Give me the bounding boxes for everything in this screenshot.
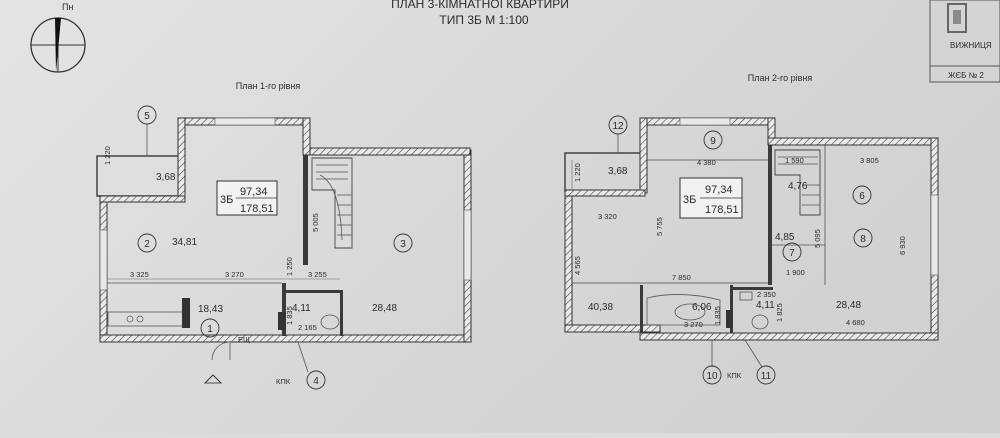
plan1-room-2-number: 2 bbox=[144, 239, 150, 250]
plan1-dim-1250: 1 250 bbox=[285, 257, 294, 276]
plan2-dim-3320: 3 320 bbox=[598, 212, 617, 221]
plan1-dim-3270: 3 270 bbox=[225, 270, 244, 279]
sheet-subtitle: ТИП 3Б М 1:100 bbox=[439, 13, 528, 27]
plan2-dim-1825: 1 825 bbox=[775, 303, 784, 322]
plan1-dim-1835: 1 835 bbox=[285, 306, 294, 325]
plan2-dim-4380: 4 380 bbox=[697, 158, 716, 167]
plan1-callout-4: 4 bbox=[297, 341, 326, 390]
plan1-room-3: 3 28,48 bbox=[372, 233, 413, 314]
plan1-room-2-area: 34,81 bbox=[172, 237, 197, 248]
plan2-walls bbox=[564, 117, 939, 341]
plan2-hall-area: 40,38 bbox=[588, 302, 613, 313]
plan2-dim-5755: 5 755 bbox=[655, 217, 664, 236]
plan2-balcony-area: 3,68 bbox=[608, 166, 628, 177]
plan1-room-1-area: 18,43 bbox=[198, 304, 223, 315]
plan1-stairs bbox=[311, 157, 353, 249]
plan2-room-7-area: 4,85 bbox=[775, 232, 795, 243]
stamp-text: ВИЖНИЦЯ bbox=[950, 41, 992, 50]
north-arrow-icon: Пн bbox=[30, 2, 86, 73]
plan1-balcony-area: 3,68 bbox=[156, 172, 176, 183]
plan1-room-1-number: 1 bbox=[207, 324, 213, 335]
plan2-dim-4565: 4 565 bbox=[573, 256, 582, 275]
plan2-callout-12-label: 12 bbox=[612, 121, 624, 132]
plan2-dim-3270: 3 270 bbox=[684, 320, 703, 329]
plan2-dim-2350: 2 350 bbox=[757, 290, 776, 299]
plan1-dim-2165: 2 165 bbox=[298, 323, 317, 332]
plan2-stairs bbox=[774, 149, 821, 216]
plan1-room-2: 2 34,81 bbox=[137, 233, 197, 253]
plan1-kpk-label: КПК bbox=[276, 377, 291, 386]
plan2-dim-1220: 1 220 bbox=[573, 163, 582, 182]
plan2-area-total: 178,51 bbox=[705, 204, 739, 216]
compass-label: Пн bbox=[62, 2, 73, 12]
plan1-room-1: 1 18,43 bbox=[198, 304, 223, 338]
plan2-callout-10: 10 bbox=[702, 340, 722, 385]
plan2-callout-10-label: 10 bbox=[706, 371, 718, 382]
plan1-area-living: 97,34 bbox=[240, 186, 268, 198]
plan1-bath-area: 4,11 bbox=[292, 303, 311, 314]
stamp-box: ВИЖНИЦЯ ЖЄБ № 2 bbox=[929, 0, 1000, 83]
plan2-dim-3805: 3 805 bbox=[860, 156, 879, 165]
plan2-callout-11: 11 bbox=[744, 339, 776, 385]
plan2-callout-11-label: 11 bbox=[761, 371, 772, 382]
plan2-title: План 2-го рівня bbox=[748, 73, 813, 83]
plan1-esh-label: ЕЩ bbox=[238, 335, 250, 344]
plan2-room-7-number: 7 bbox=[789, 248, 795, 259]
plan2-room-9-number: 9 bbox=[710, 136, 716, 147]
plan2-dim-1590: 1 590 bbox=[785, 156, 804, 165]
plan1-title: План 1-го рівня bbox=[236, 81, 301, 91]
plan2-room-9: 9 bbox=[703, 130, 723, 150]
plan2-type-label: 3Б bbox=[683, 194, 696, 206]
plan2-area-living: 97,34 bbox=[705, 184, 733, 196]
plan2-room-6: 6 4,76 bbox=[788, 181, 872, 205]
plan2-area-tag: 3Б 97,34 178,51 bbox=[679, 177, 743, 219]
plan2-dim-1835: 1 835 bbox=[713, 306, 722, 325]
plan2-room-6-area: 4,76 bbox=[788, 181, 808, 192]
plan2-dim-7850: 7 850 bbox=[672, 273, 691, 282]
plan2-room-6-number: 6 bbox=[859, 191, 865, 202]
plan1-callout-5-label: 5 bbox=[144, 111, 150, 122]
plan1-area-tag: 3Б 97,34 178,51 bbox=[216, 180, 278, 216]
plan2-room-8-number: 8 bbox=[860, 234, 866, 245]
plan1-dimensions: 1 220 3 325 3 270 3 255 1 250 5 005 2 16… bbox=[103, 146, 340, 332]
plan2-dim-1900: 1 900 bbox=[786, 268, 805, 277]
plan2-room-8-area: 28,48 bbox=[836, 300, 861, 311]
plan2-room-8: 8 28,48 bbox=[836, 228, 873, 311]
plan1-room-3-number: 3 bbox=[400, 239, 406, 250]
sheet-title: ПЛАН 3-КІМНАТНОЇ КВАРТИРИ bbox=[391, 0, 569, 11]
plan2-dimensions: 1 220 4 380 1 590 3 805 3 320 5 755 4 56… bbox=[571, 156, 907, 329]
plan1-walls bbox=[96, 117, 472, 384]
plan1-dim-1220: 1 220 bbox=[103, 146, 112, 165]
plan2-callout-12: 12 bbox=[608, 115, 628, 153]
plan2-room-7: 7 4,85 bbox=[775, 232, 802, 262]
plan2-dim-6930: 6 930 bbox=[898, 236, 907, 255]
plan2-wc-area: 4,11 bbox=[756, 300, 775, 311]
plan2-bath-area: 6,06 bbox=[692, 302, 712, 313]
plan1-dim-3255: 3 255 bbox=[308, 270, 327, 279]
stamp-number: ЖЄБ № 2 bbox=[948, 71, 984, 80]
plan1-callout-4-label: 4 bbox=[313, 376, 319, 387]
plan1-area-total: 178,51 bbox=[240, 203, 274, 215]
plan1-type-label: 3Б bbox=[220, 194, 233, 206]
plan1-room-3-area: 28,48 bbox=[372, 303, 397, 314]
plan1-dim-3325: 3 325 bbox=[130, 270, 149, 279]
plan1-dim-5005: 5 005 bbox=[311, 213, 320, 232]
plan2-kpk-label: КПК bbox=[727, 371, 742, 380]
plan1-callout-5: 5 bbox=[137, 105, 157, 156]
plan2-dim-5095: 5 095 bbox=[813, 229, 822, 248]
plan2-dim-4680: 4 680 bbox=[846, 318, 865, 327]
